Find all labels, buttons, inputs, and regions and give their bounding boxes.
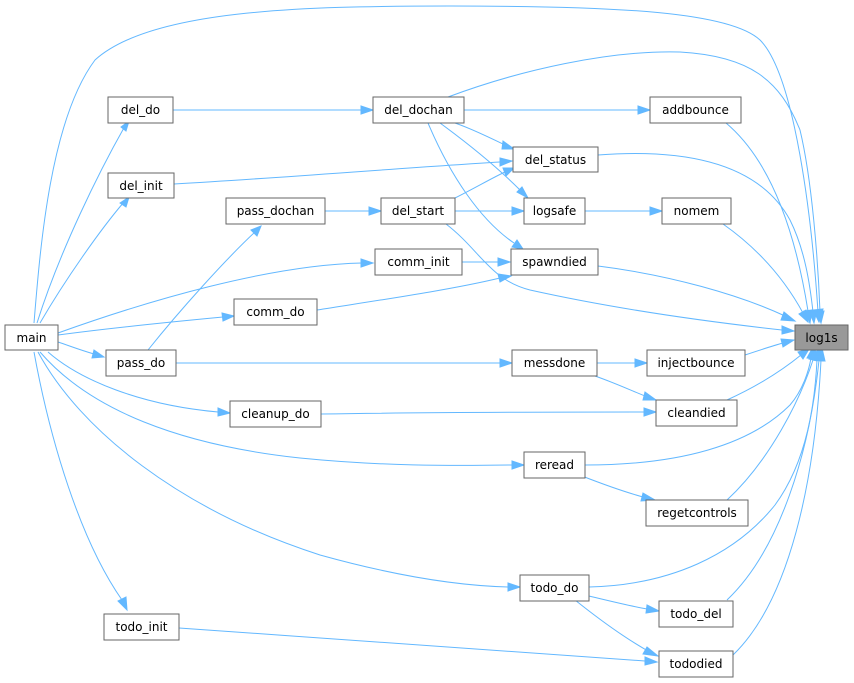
edge-tododied-log1s bbox=[732, 346, 826, 656]
node-del-start[interactable]: del_start bbox=[380, 197, 456, 225]
edge-main-cleanup-do bbox=[47, 351, 232, 417]
node-cleanup-do[interactable]: cleanup_do bbox=[229, 400, 322, 428]
node-label: addbounce bbox=[662, 103, 729, 117]
edge-del-dochan-del-status bbox=[454, 122, 516, 150]
edge-pass-do-messdone bbox=[176, 358, 514, 368]
edge-main-todo-init bbox=[33, 351, 128, 612]
node-log1s[interactable]: log1s bbox=[794, 324, 849, 351]
edge-cleanup-do-cleandied bbox=[320, 407, 658, 417]
node-label: del_status bbox=[525, 153, 586, 167]
node-tododied[interactable]: tododied bbox=[658, 650, 734, 678]
edge-del-status-log1s bbox=[597, 153, 818, 325]
node-reread[interactable]: reread bbox=[523, 451, 586, 479]
node-label: pass_do bbox=[117, 356, 165, 370]
node-todo-do[interactable]: todo_do bbox=[519, 574, 590, 602]
edge-main-comm-do bbox=[57, 312, 236, 336]
node-logsafe[interactable]: logsafe bbox=[523, 197, 586, 225]
edge-nomem-log1s bbox=[722, 223, 809, 324]
node-pass-do[interactable]: pass_do bbox=[105, 349, 177, 377]
node-label: cleanup_do bbox=[241, 407, 309, 421]
node-injectbounce[interactable]: injectbounce bbox=[646, 349, 746, 377]
edge-del-start-logsafe bbox=[455, 206, 526, 216]
node-comm-do[interactable]: comm_do bbox=[233, 298, 318, 326]
edge-main-pass-do bbox=[57, 341, 106, 359]
edge-reread-regetcontrols bbox=[581, 475, 657, 502]
node-label: comm_do bbox=[246, 305, 304, 319]
edge-del-dochan-logsafe bbox=[439, 122, 530, 200]
edge-del-start-log1s bbox=[445, 223, 796, 335]
node-label: del_init bbox=[119, 179, 163, 193]
edge-pass-dochan-del-start bbox=[325, 206, 383, 216]
node-label: comm_init bbox=[387, 255, 450, 269]
node-addbounce[interactable]: addbounce bbox=[649, 96, 742, 124]
node-label: pass_dochan bbox=[237, 204, 315, 218]
edge-todo-do-log1s bbox=[588, 346, 822, 588]
node-label: logsafe bbox=[533, 204, 577, 218]
edge-main-comm-init bbox=[57, 258, 375, 334]
node-label: messdone bbox=[524, 356, 586, 370]
node-main[interactable]: main bbox=[4, 324, 59, 351]
node-label: cleandied bbox=[667, 406, 725, 420]
node-label: del_do bbox=[121, 103, 160, 117]
edge-main-del-init bbox=[39, 195, 130, 324]
node-label: nomem bbox=[674, 204, 720, 218]
edge-del-dochan-addbounce bbox=[464, 105, 652, 115]
edge-spawndied-log1s bbox=[597, 265, 797, 322]
edge-pass-do-pass-dochan bbox=[147, 225, 262, 351]
edge-del-init-del-status bbox=[173, 157, 514, 185]
node-label: main bbox=[17, 331, 47, 345]
node-pass-dochan[interactable]: pass_dochan bbox=[225, 197, 326, 225]
edge-comm-do-spawndied bbox=[316, 273, 513, 311]
edge-del-do-del-dochan bbox=[173, 105, 375, 115]
node-label: todo_init bbox=[116, 620, 168, 634]
node-messdone[interactable]: messdone bbox=[511, 349, 598, 377]
node-cleandied[interactable]: cleandied bbox=[655, 399, 738, 427]
node-label: spawndied bbox=[522, 255, 587, 269]
node-del-do[interactable]: del_do bbox=[107, 96, 174, 124]
edge-del-dochan-log1s bbox=[447, 51, 825, 325]
node-label: todo_del bbox=[670, 607, 721, 621]
node-todo-init[interactable]: todo_init bbox=[103, 613, 180, 641]
edge-injectbounce-log1s bbox=[744, 338, 796, 356]
edge-messdone-cleandied bbox=[594, 375, 658, 401]
node-del-status[interactable]: del_status bbox=[512, 146, 599, 173]
node-todo-del[interactable]: todo_del bbox=[658, 600, 734, 628]
edge-todo-do-todo-del bbox=[588, 595, 661, 614]
node-label: tododied bbox=[670, 657, 723, 671]
edge-todo-init-tododied bbox=[178, 627, 659, 666]
edge-comm-init-spawndied bbox=[462, 257, 512, 267]
edge-del-start-del-status bbox=[454, 167, 516, 199]
edge-messdone-injectbounce bbox=[597, 358, 649, 368]
edge-main-del-do bbox=[36, 119, 130, 324]
edge-main-reread bbox=[39, 351, 526, 470]
node-label: regetcontrols bbox=[657, 506, 737, 520]
node-del-init[interactable]: del_init bbox=[107, 172, 175, 199]
edge-todo-do-tododied bbox=[574, 599, 660, 657]
node-label: del_start bbox=[392, 204, 445, 218]
node-regetcontrols[interactable]: regetcontrols bbox=[645, 499, 749, 527]
node-label: todo_do bbox=[531, 581, 579, 595]
node-nomem[interactable]: nomem bbox=[661, 197, 732, 225]
node-spawndied[interactable]: spawndied bbox=[510, 248, 599, 276]
edge-del-dochan-spawndied bbox=[427, 122, 525, 250]
node-comm-init[interactable]: comm_init bbox=[374, 248, 463, 276]
edge-main-todo-do bbox=[37, 351, 522, 592]
node-del-dochan[interactable]: del_dochan bbox=[372, 96, 465, 124]
node-label: reread bbox=[535, 458, 574, 472]
node-label: del_dochan bbox=[384, 103, 452, 117]
node-label: injectbounce bbox=[657, 356, 734, 370]
node-label: log1s bbox=[805, 331, 837, 345]
edge-logsafe-nomem bbox=[585, 206, 664, 216]
